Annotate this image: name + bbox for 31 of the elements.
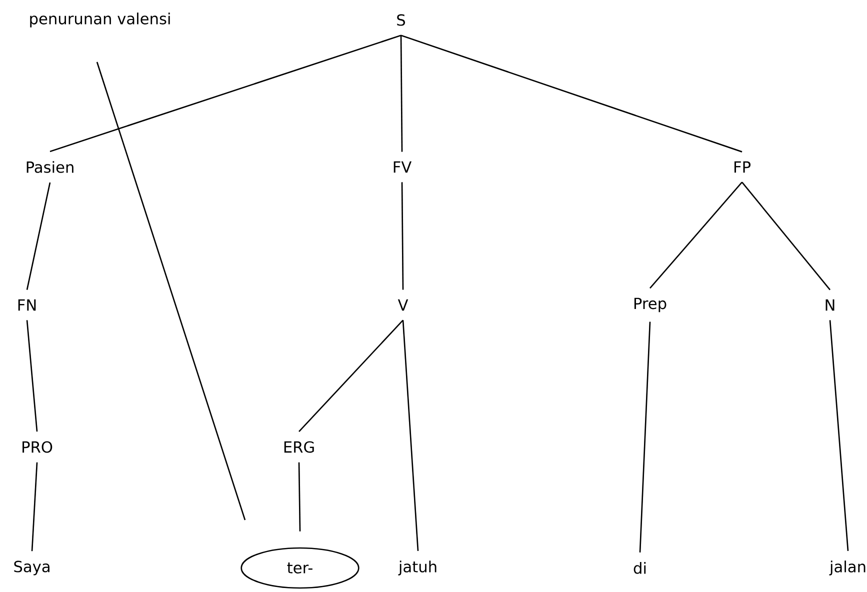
tree-branch: [31, 462, 38, 552]
tree-label: V: [398, 299, 408, 311]
tree-branch: [50, 34, 402, 152]
tree-label: jatuh: [398, 560, 436, 576]
tree-branch: [26, 182, 51, 290]
tree-label: di: [634, 562, 646, 574]
tree-label: jalan: [829, 560, 866, 576]
tree-branch: [26, 320, 38, 432]
tree-label: ERG: [284, 441, 314, 453]
tree-branch: [829, 320, 849, 552]
tree-label: Prep: [634, 298, 666, 312]
tree-label: penurunan valensi: [30, 12, 170, 28]
tree-label: FV: [394, 161, 412, 173]
tree-label: N: [826, 299, 834, 311]
tree-label: FN: [18, 299, 36, 311]
tree-branch: [298, 462, 301, 532]
tree-branch: [650, 182, 742, 289]
tree-branch: [96, 62, 246, 520]
circled-morpheme: ter-: [240, 547, 360, 589]
tree-label: Saya: [14, 560, 50, 576]
tree-branch: [298, 320, 404, 432]
tree-branch: [400, 34, 742, 152]
tree-branch: [401, 182, 404, 290]
tree-label: FP: [734, 161, 750, 173]
tree-branch: [402, 320, 419, 552]
tree-label: Pasien: [26, 161, 74, 173]
tree-label: S: [397, 14, 405, 26]
tree-label: PRO: [22, 441, 52, 453]
tree-branch: [639, 322, 651, 552]
tree-branch: [400, 35, 403, 152]
tree-branch: [741, 182, 831, 290]
